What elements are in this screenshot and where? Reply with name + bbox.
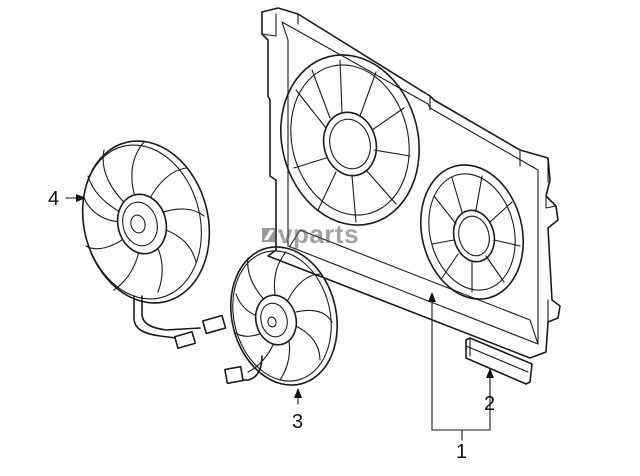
- callout-leaders: [65, 194, 494, 441]
- seal-strip: [465, 337, 533, 385]
- callout-2: 2: [484, 393, 495, 415]
- fan-assembly-large: [81, 140, 227, 350]
- watermark-logo: [262, 228, 276, 242]
- fan-shroud: [261, 7, 561, 359]
- callout-1: 1: [456, 441, 467, 463]
- callout-4: 4: [48, 188, 59, 210]
- watermark-text: vparts: [278, 219, 359, 249]
- fan-assembly-small: [224, 246, 339, 386]
- callout-3: 3: [292, 411, 303, 433]
